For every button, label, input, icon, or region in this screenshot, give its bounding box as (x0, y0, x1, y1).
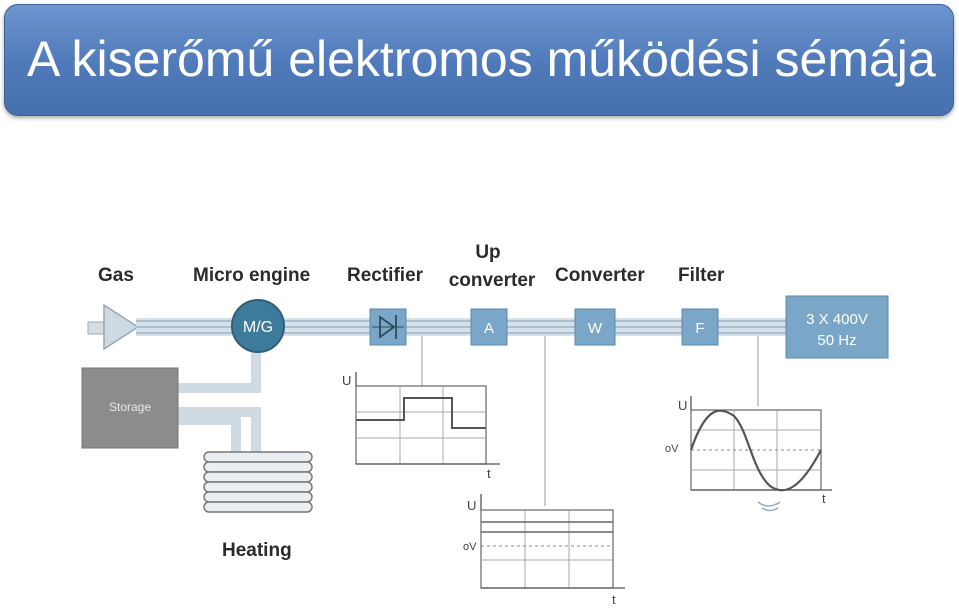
micro-engine-label: Micro engine (193, 265, 310, 286)
graph2-t-label: t (612, 592, 616, 607)
page-title: A kiserőmű elektromos működési sémája (27, 31, 936, 87)
graph3-u-label: U (678, 398, 687, 413)
filter-box-label: F (695, 320, 704, 337)
up-converter-box (470, 308, 508, 346)
gas-nozzle (87, 303, 140, 351)
converter-waveform-graph: U oV t (463, 494, 625, 607)
output-box (785, 295, 889, 359)
gas-label: Gas (98, 265, 134, 286)
up-converter-label-line1: Up (475, 242, 500, 263)
graph1-u-label: U (342, 373, 351, 388)
output-frequency-label: 50 Hz (817, 332, 856, 349)
converter-box (574, 308, 616, 346)
graph2-u-label: U (467, 498, 476, 513)
heat-pipes (176, 352, 261, 452)
mg-label: M/G (243, 319, 273, 336)
heating-coil (203, 451, 313, 513)
filter-box (681, 308, 719, 346)
graph1-t-label: t (487, 466, 491, 481)
storage-label: Storage (109, 400, 151, 414)
rectifier-label: Rectifier (347, 265, 424, 286)
output-voltage-label: 3 X 400V (806, 311, 868, 328)
up-converter-box-label: A (484, 320, 494, 337)
micro-engine-circle (231, 299, 285, 353)
heating-label: Heating (222, 540, 292, 561)
converter-label: Converter (555, 265, 645, 286)
graph2-ov-label: oV (463, 541, 477, 553)
main-power-line (136, 318, 788, 336)
filter-waveform-graph: U oV t (665, 396, 832, 512)
storage-block (81, 367, 179, 449)
filter-label: Filter (678, 265, 725, 286)
graph3-ov-label: oV (665, 443, 679, 455)
up-converter-label-line2: converter (449, 270, 536, 291)
converter-box-label: W (588, 320, 603, 337)
graph3-t-label: t (822, 491, 826, 506)
title-banner: A kiserőmű elektromos működési sémája (4, 4, 954, 116)
rectifier-box (369, 308, 407, 346)
rectifier-waveform-graph: U t (342, 372, 500, 481)
